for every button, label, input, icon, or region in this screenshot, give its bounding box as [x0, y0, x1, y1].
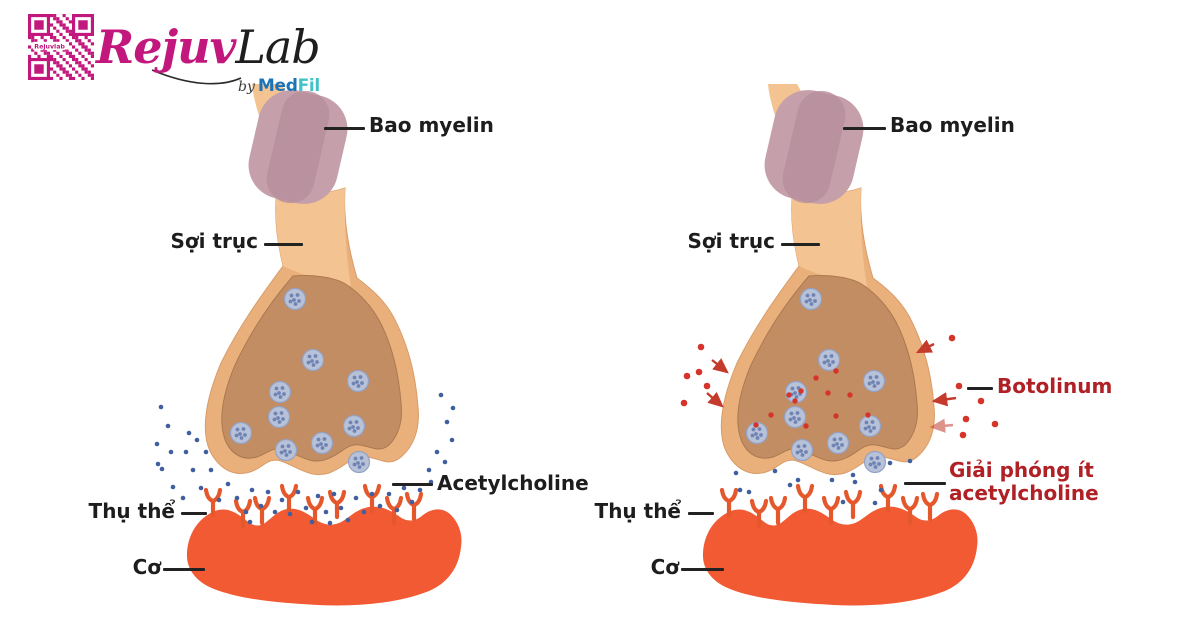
diagram-dynamic-layer	[154, 287, 999, 529]
acetylcholine-dots-reduced	[733, 458, 913, 506]
synaptic-vesicles-panel0	[229, 287, 371, 474]
brand-primary: Rejuv	[96, 20, 236, 74]
synaptic-vesicles-panel1	[745, 287, 887, 474]
byline-prefix: by	[238, 79, 255, 95]
logo-swoosh	[151, 69, 242, 85]
qr-label-strip	[33, 41, 69, 51]
byline-brand-fil: Fil	[297, 76, 321, 96]
byline-brand-med: Med	[257, 76, 298, 96]
qr-code: Rejuvlab_	[28, 14, 94, 80]
qr-label-text: Rejuvlab_	[34, 44, 69, 51]
botolinum-arrows	[706, 339, 957, 433]
acetylcholine-dots-normal	[154, 392, 456, 526]
receptors-panel0	[203, 483, 424, 529]
brand-secondary: Lab	[235, 20, 320, 74]
neuron-botolinum	[702, 80, 979, 606]
brand-wordmark: RejuvLab	[96, 20, 321, 74]
neuron-normal	[186, 80, 463, 606]
botolinum-dots-inside	[753, 368, 871, 429]
botolinum-dots-outside	[680, 334, 999, 439]
